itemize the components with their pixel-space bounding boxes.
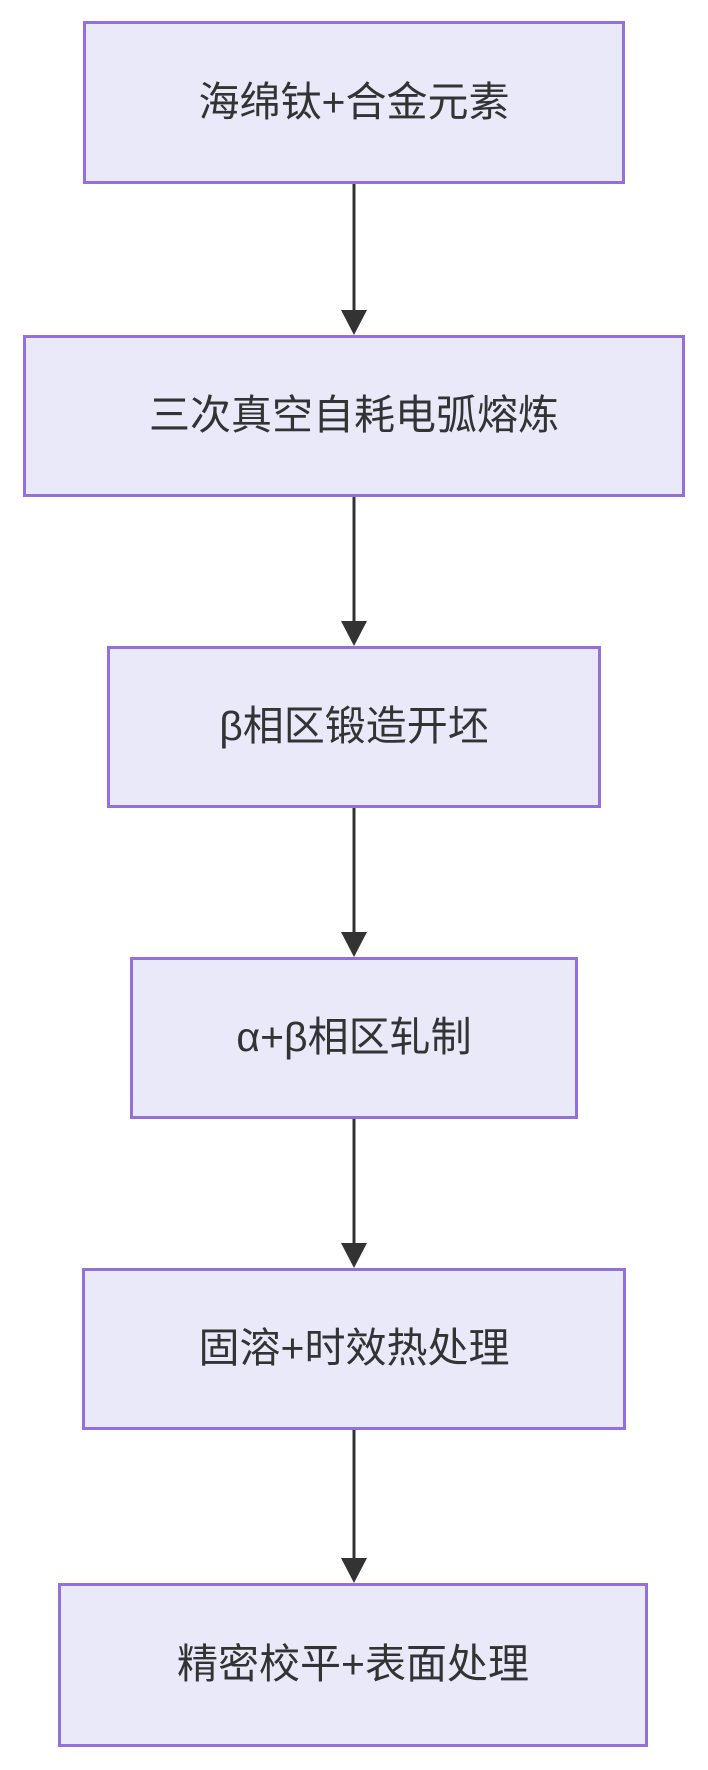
node-label: α+β相区轧制 — [236, 1014, 472, 1061]
arrow-head-icon — [341, 1558, 367, 1583]
node-label: 固溶+时效热处理 — [198, 1325, 510, 1372]
flow-arrow — [341, 497, 367, 646]
flow-arrow — [341, 808, 367, 957]
arrow-line — [352, 1430, 356, 1561]
flow-arrow — [341, 1119, 367, 1268]
node-label: 精密校平+表面处理 — [177, 1641, 529, 1688]
flow-node-step-1: 海绵钛+合金元素 — [83, 21, 625, 184]
arrow-head-icon — [341, 1243, 367, 1268]
node-label: 三次真空自耗电弧熔炼 — [149, 392, 559, 439]
flow-arrow — [341, 184, 367, 335]
flow-node-step-3: β相区锻造开坯 — [107, 646, 601, 808]
flow-arrow — [341, 1430, 367, 1583]
flow-node-step-4: α+β相区轧制 — [130, 957, 578, 1119]
arrow-line — [352, 184, 356, 313]
arrow-line — [352, 497, 356, 624]
arrow-head-icon — [341, 932, 367, 957]
flow-node-step-2: 三次真空自耗电弧熔炼 — [23, 335, 685, 497]
arrow-head-icon — [341, 621, 367, 646]
node-label: β相区锻造开坯 — [219, 703, 489, 750]
flow-node-step-6: 精密校平+表面处理 — [58, 1583, 648, 1747]
arrow-head-icon — [341, 310, 367, 335]
flow-node-step-5: 固溶+时效热处理 — [82, 1268, 626, 1430]
node-label: 海绵钛+合金元素 — [198, 78, 510, 125]
arrow-line — [352, 1119, 356, 1246]
arrow-line — [352, 808, 356, 935]
